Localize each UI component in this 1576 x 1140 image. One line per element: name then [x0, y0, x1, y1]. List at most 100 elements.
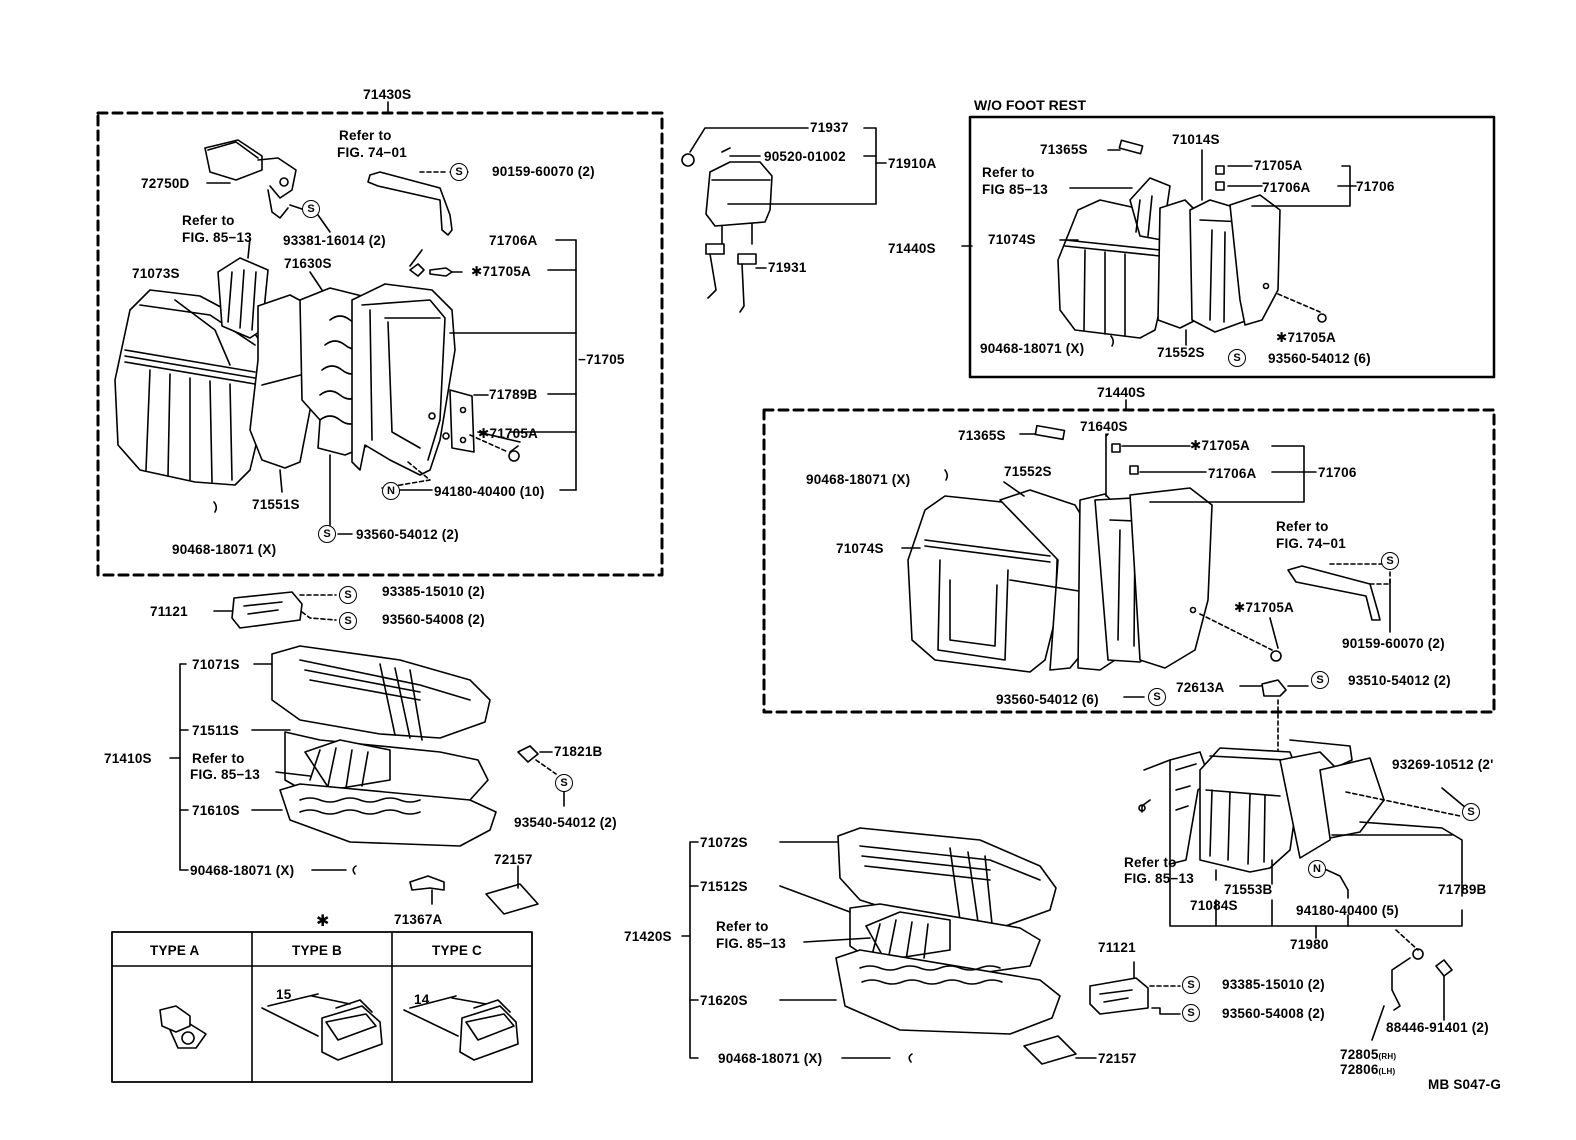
part-71620s[interactable]: 71620S — [700, 993, 748, 1008]
wo-foot-rest-title: W/O FOOT REST — [974, 97, 1086, 113]
cushion-bracket-drawing — [231, 591, 303, 629]
fig-link-85-13[interactable]: FIG. 85−13 — [1124, 871, 1194, 886]
part-71121[interactable]: 71121 — [1098, 940, 1136, 955]
fig-link-85-13[interactable]: FIG. 85−13 — [190, 767, 260, 782]
s-symbol-icon: S — [302, 200, 320, 218]
part-71553b[interactable]: 71553B — [1224, 882, 1273, 897]
part-71551s[interactable]: 71551S — [252, 497, 300, 512]
part-93560-54012[interactable]: 93560-54012 (6) — [1268, 351, 1371, 366]
part-90468-18071[interactable]: 90468-18071 (X) — [190, 863, 295, 878]
part-93560-54012[interactable]: 93560-54012 (6) — [996, 692, 1099, 707]
part-71705a-2[interactable]: ✱71705A — [478, 426, 539, 441]
part-71552s[interactable]: 71552S — [1004, 464, 1052, 479]
part-71512s[interactable]: 71512S — [700, 879, 748, 894]
part-71705a[interactable]: 71705A — [1254, 158, 1303, 173]
rear-cushion-drawing — [835, 827, 1061, 1035]
type-c-drawing — [403, 995, 519, 1061]
part-71706[interactable]: 71706 — [1356, 179, 1395, 194]
part-93560-54012[interactable]: 93560-54012 (2) — [356, 527, 459, 542]
wo-seatback-drawing — [1057, 177, 1281, 339]
part-93560-54008[interactable]: 93560-54008 (2) — [1222, 1006, 1325, 1021]
part-90468-18071[interactable]: 90468-18071 (X) — [806, 472, 911, 487]
assy-71440s[interactable]: 71440S — [1097, 384, 1146, 400]
part-94180-40400[interactable]: 94180-40400 (5) — [1296, 903, 1399, 918]
frame-drawing — [351, 283, 456, 476]
s-symbol-icon: S — [450, 163, 468, 181]
lh-label: (LH) — [1378, 1067, 1396, 1076]
part-93510-54012[interactable]: 93510-54012 (2) — [1348, 673, 1451, 688]
part-71705a-2[interactable]: ✱71705A — [1234, 600, 1295, 615]
part-71074s[interactable]: 71074S — [988, 232, 1036, 247]
part-90520-01002[interactable]: 90520-01002 — [764, 149, 846, 164]
part-71365s[interactable]: 71365S — [1040, 142, 1088, 157]
part-71937[interactable]: 71937 — [810, 120, 849, 135]
part-72613a[interactable]: 72613A — [1176, 680, 1225, 695]
assy-71430s[interactable]: 71430S — [363, 86, 412, 102]
type-b-header: TYPE B — [292, 943, 342, 958]
part-71705[interactable]: −71705 — [578, 352, 625, 367]
part-71610s[interactable]: 71610S — [192, 803, 240, 818]
part-90468-18071[interactable]: 90468-18071 (X) — [718, 1051, 823, 1066]
part-71121[interactable]: 71121 — [150, 604, 188, 619]
part-94180-40400[interactable]: 94180-40400 (10) — [434, 484, 545, 499]
part-71071s[interactable]: 71071S — [192, 657, 240, 672]
part-71910a[interactable]: 71910A — [888, 156, 937, 171]
part-90468-18071[interactable]: 90468-18071 (X) — [980, 341, 1085, 356]
fig-link-74-01[interactable]: FIG. 74−01 — [1276, 536, 1346, 551]
part-93381-16014[interactable]: 93381-16014 (2) — [283, 233, 386, 248]
part-71789b[interactable]: 71789B — [489, 387, 538, 402]
part-71706a[interactable]: 71706A — [1262, 180, 1311, 195]
fig-link-85-13[interactable]: FIG 85−13 — [982, 182, 1048, 197]
part-71074s[interactable]: 71074S — [836, 541, 884, 556]
part-72806[interactable]: 72806(LH) — [1340, 1062, 1395, 1079]
part-72157[interactable]: 72157 — [494, 852, 533, 867]
part-71980[interactable]: 71980 — [1290, 937, 1329, 952]
part-93385-15010[interactable]: 93385-15010 (2) — [382, 584, 485, 599]
part-72805[interactable]: 72805(RH) — [1340, 1047, 1396, 1064]
part-93385-15010[interactable]: 93385-15010 (2) — [1222, 977, 1325, 992]
part-90159-60070[interactable]: 90159-60070 (2) — [492, 164, 595, 179]
part-71931[interactable]: 71931 — [768, 260, 807, 275]
s-symbol-icon: S — [1462, 803, 1480, 821]
part-71367a[interactable]: 71367A — [394, 912, 443, 927]
headrest-drawing — [681, 147, 773, 313]
part-90159-60070[interactable]: 90159-60070 (2) — [1342, 636, 1445, 651]
type-b-dimension: 15 — [276, 987, 292, 1002]
s-symbol-icon: S — [1311, 671, 1329, 689]
part-72157[interactable]: 72157 — [1098, 1051, 1137, 1066]
part-71630s[interactable]: 71630S — [284, 256, 332, 271]
part-71705a[interactable]: ✱71705A — [1190, 438, 1251, 453]
refer-label: Refer to — [1276, 519, 1329, 534]
part-71511s[interactable]: 71511S — [192, 723, 239, 738]
part-71420s[interactable]: 71420S — [624, 929, 672, 944]
part-93269-10512[interactable]: 93269-10512 (2' — [1392, 757, 1494, 772]
part-90468-18071[interactable]: 90468-18071 (X) — [172, 542, 277, 557]
part-71705a[interactable]: ✱71705A — [471, 264, 532, 279]
rear-seatback-box — [762, 408, 1496, 714]
part-71640s[interactable]: 71640S — [1080, 419, 1128, 434]
part-72750d[interactable]: 72750D — [141, 176, 190, 191]
part-71014s[interactable]: 71014S — [1172, 132, 1220, 147]
part-71365s[interactable]: 71365S — [958, 428, 1006, 443]
fig-link-85-13[interactable]: FIG. 85−13 — [716, 936, 786, 951]
part-93540-54012[interactable]: 93540-54012 (2) — [514, 815, 617, 830]
part-71084s[interactable]: 71084S — [1190, 898, 1238, 913]
part-71073s[interactable]: 71073S — [132, 266, 180, 281]
fig-link-85-13[interactable]: FIG. 85−13 — [182, 230, 252, 245]
fig-link-74-01[interactable]: FIG. 74−01 — [337, 145, 407, 160]
part-71789b[interactable]: 71789B — [1438, 882, 1487, 897]
asterisk-mark: ✱ — [316, 913, 330, 930]
part-71706[interactable]: 71706 — [1318, 465, 1357, 480]
part-71410s[interactable]: 71410S — [104, 751, 152, 766]
s-symbol-icon: S — [1148, 688, 1166, 706]
part-93560-54008[interactable]: 93560-54008 (2) — [382, 612, 485, 627]
part-71705a-2[interactable]: ✱71705A — [1276, 330, 1337, 345]
part-88446-91401[interactable]: 88446-91401 (2) — [1386, 1020, 1489, 1035]
part-71706a[interactable]: 71706A — [1208, 466, 1257, 481]
part-71440s[interactable]: 71440S — [888, 241, 936, 256]
part-71072s[interactable]: 71072S — [700, 835, 748, 850]
part-71706a[interactable]: 71706A — [489, 233, 538, 248]
s-symbol-icon: S — [1182, 976, 1200, 994]
part-71552s[interactable]: 71552S — [1157, 345, 1205, 360]
part-71821b[interactable]: 71821B — [554, 744, 603, 759]
